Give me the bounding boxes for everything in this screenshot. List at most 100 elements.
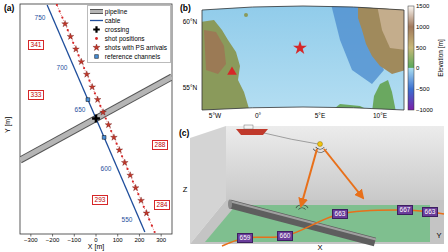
scatter-arc (298, 207, 306, 209)
site-triangle (227, 66, 237, 74)
reference-channel (86, 98, 90, 102)
box-text: 659 (240, 235, 251, 242)
legend-text: cable (105, 17, 121, 24)
tick-label: −200 (46, 237, 60, 243)
shot-dot (151, 225, 153, 227)
site-star (293, 41, 307, 54)
longitude-label: 10°E (373, 113, 387, 120)
ps-star (127, 172, 134, 178)
legend-text: shots with PS arrivals (105, 44, 167, 51)
ps-star (83, 71, 90, 77)
denmark (372, 80, 396, 112)
channel-number: 550 (122, 217, 133, 224)
back-wall (226, 126, 444, 200)
box-text: 341 (31, 42, 42, 49)
axis-letter: Z (183, 186, 188, 194)
swatch-shape (93, 44, 100, 51)
x-tick (139, 234, 140, 237)
colorbar-tick: 1000 (416, 24, 429, 30)
box-text: 333 (31, 92, 42, 99)
ps-star (94, 96, 101, 102)
reference-channel (102, 136, 106, 140)
ray-arrow (324, 149, 363, 198)
swatch-shape (95, 37, 98, 40)
legend-text: crossing (105, 26, 129, 33)
norway (358, 0, 406, 74)
tick-label: 300 (156, 237, 166, 243)
swatch-shape (90, 20, 103, 21)
tick-label: 200 (134, 237, 144, 243)
ship-hull (236, 129, 268, 135)
shot-dot (116, 143, 118, 145)
shot-number-box: 293 (92, 195, 108, 206)
channel-box: 659 (237, 233, 253, 244)
x-tick (74, 234, 75, 237)
longitude-label: 5°E (315, 113, 326, 120)
colorbar-tick: −1000 (416, 107, 433, 113)
legend-text: pipeline (105, 8, 127, 15)
tick-label: 0 (94, 237, 97, 243)
shot-dot (94, 92, 96, 94)
pipeline-band-fill (20, 77, 172, 160)
legend-swatch (90, 35, 103, 42)
tick-label: 100 (113, 237, 123, 243)
x-tick (30, 234, 31, 237)
shot-dot (61, 17, 63, 19)
ps-star (67, 33, 74, 39)
legend-item: cable (90, 16, 167, 25)
legend-item: shots with PS arrivals (90, 43, 167, 52)
cable-line (47, 5, 145, 232)
legend-swatch (90, 26, 103, 33)
legend-swatch (90, 8, 103, 15)
channel-box: 663 (332, 209, 348, 220)
crossing-mark (92, 115, 100, 123)
ps-star (100, 109, 107, 115)
shot-dot (126, 168, 128, 170)
swatch-shape (93, 26, 100, 33)
shot-dot (67, 29, 69, 31)
tow-line (264, 133, 318, 144)
colorbar-tick: 1500 (416, 3, 429, 9)
box-text: 667 (400, 207, 411, 214)
pipeline-cap (228, 199, 232, 208)
shot-number-box: 288 (152, 140, 168, 151)
x-tick (52, 234, 53, 237)
ps-star (111, 134, 118, 140)
shot-dot (143, 206, 145, 208)
latitude-label: 55°N (183, 85, 198, 92)
axis-title: Y [m] (4, 117, 11, 133)
ship-cabin (244, 125, 253, 129)
shot-line (57, 5, 155, 232)
shot-dot (56, 4, 58, 6)
channel-number: 650 (75, 107, 86, 114)
ps-star (105, 121, 112, 127)
ps-star (116, 146, 123, 152)
shot-dot (132, 180, 134, 182)
ps-star (132, 184, 139, 190)
panel-letter: (a) (4, 4, 14, 13)
colorbar-title: Elevation [m] (438, 39, 445, 77)
shot-dot (59, 10, 61, 12)
ps-star (138, 197, 145, 203)
ps-star (121, 159, 128, 165)
ps-star (73, 46, 80, 52)
legend-text: shot positions (105, 35, 145, 42)
legend-swatch (90, 17, 103, 24)
legend-item: pipeline (90, 7, 167, 16)
legend-item: shot positions (90, 34, 167, 43)
channel-box: 667 (397, 205, 413, 216)
panel-a (20, 4, 172, 237)
sea (200, 0, 406, 112)
shot-dot (83, 67, 85, 69)
x-tick (117, 234, 118, 237)
shot-dot (154, 231, 156, 233)
legend-text: reference channels (105, 53, 160, 60)
pipeline-band (20, 77, 172, 160)
shot-number-box: 341 (28, 40, 44, 51)
airgun-source (318, 142, 323, 147)
channel-number: 600 (101, 166, 112, 173)
channel-number: 750 (35, 14, 46, 21)
shot-dot (137, 193, 139, 195)
legend-item: crossing (90, 25, 167, 34)
